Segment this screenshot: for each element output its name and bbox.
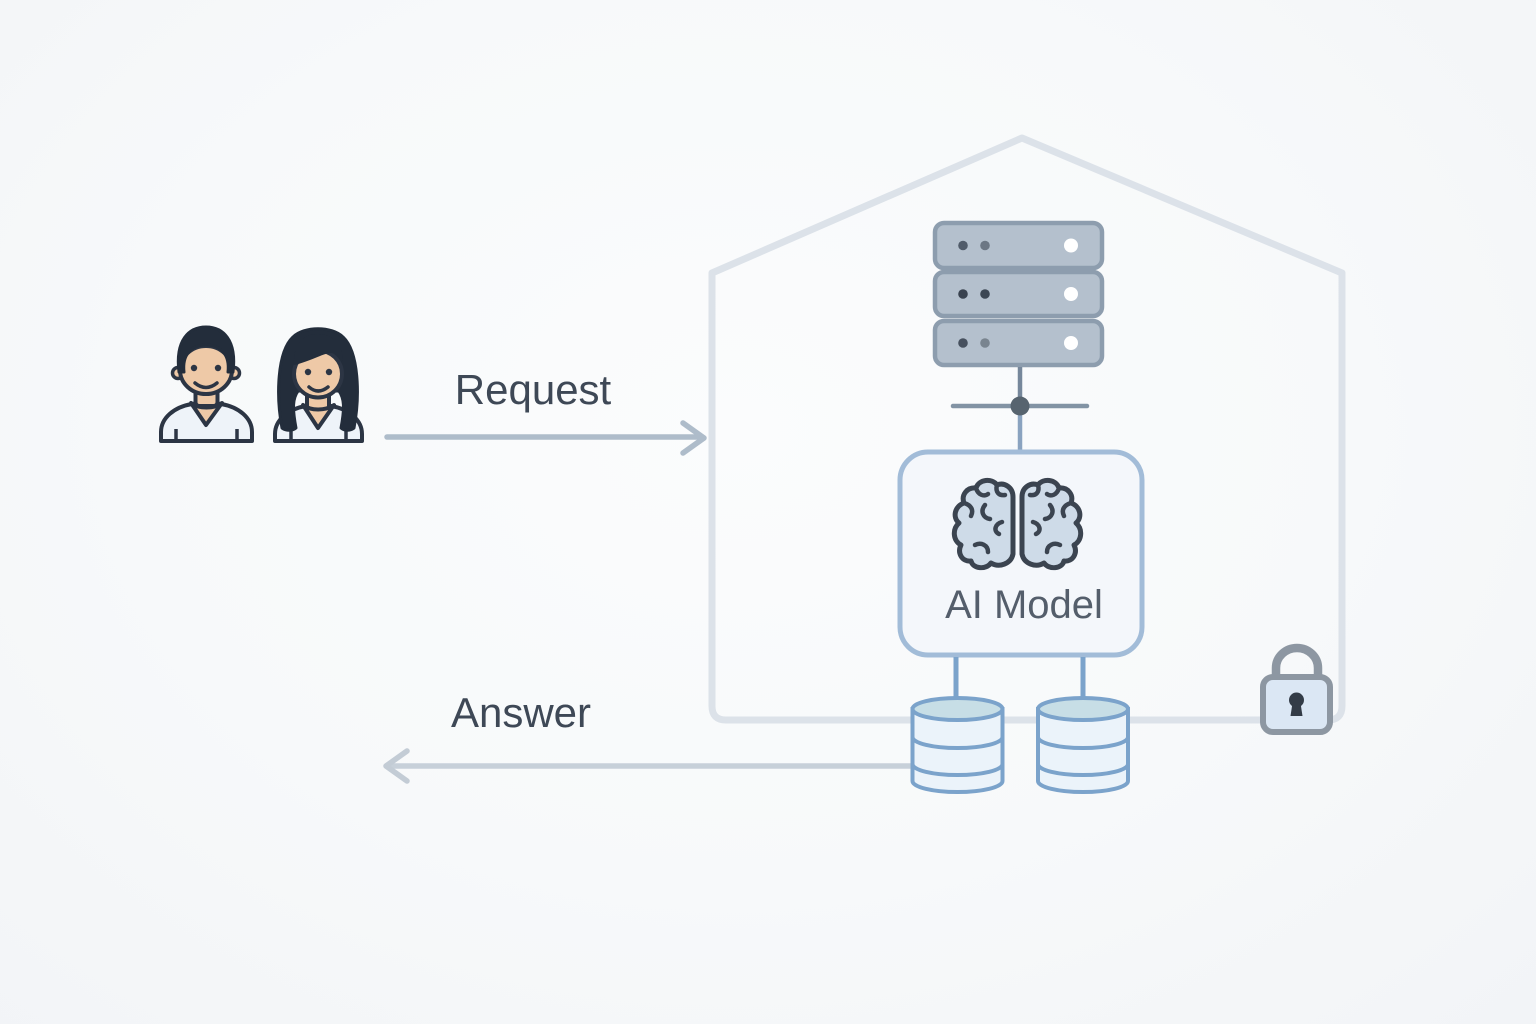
server-row [932, 220, 1105, 271]
network-node-icon [950, 367, 1090, 452]
database-icon-right [1036, 696, 1130, 794]
request-label: Request [455, 366, 612, 413]
answer-label: Answer [451, 689, 591, 736]
house-outline-icon [708, 134, 1346, 724]
lock-icon [1260, 643, 1333, 735]
database-connectors [953, 657, 1086, 703]
user-woman [273, 327, 364, 443]
ai-model-box: AI Model [897, 449, 1145, 658]
answer-arrow [383, 748, 961, 784]
brain-icon [951, 480, 1080, 567]
users-icon [159, 325, 364, 443]
server-row [932, 318, 1105, 368]
ai-model-label: AI Model [945, 583, 1103, 627]
user-man [159, 325, 254, 443]
request-arrow [384, 420, 707, 456]
database-icon-left [910, 696, 1005, 794]
server-row [932, 269, 1105, 319]
server-stack-icon [932, 220, 1105, 368]
